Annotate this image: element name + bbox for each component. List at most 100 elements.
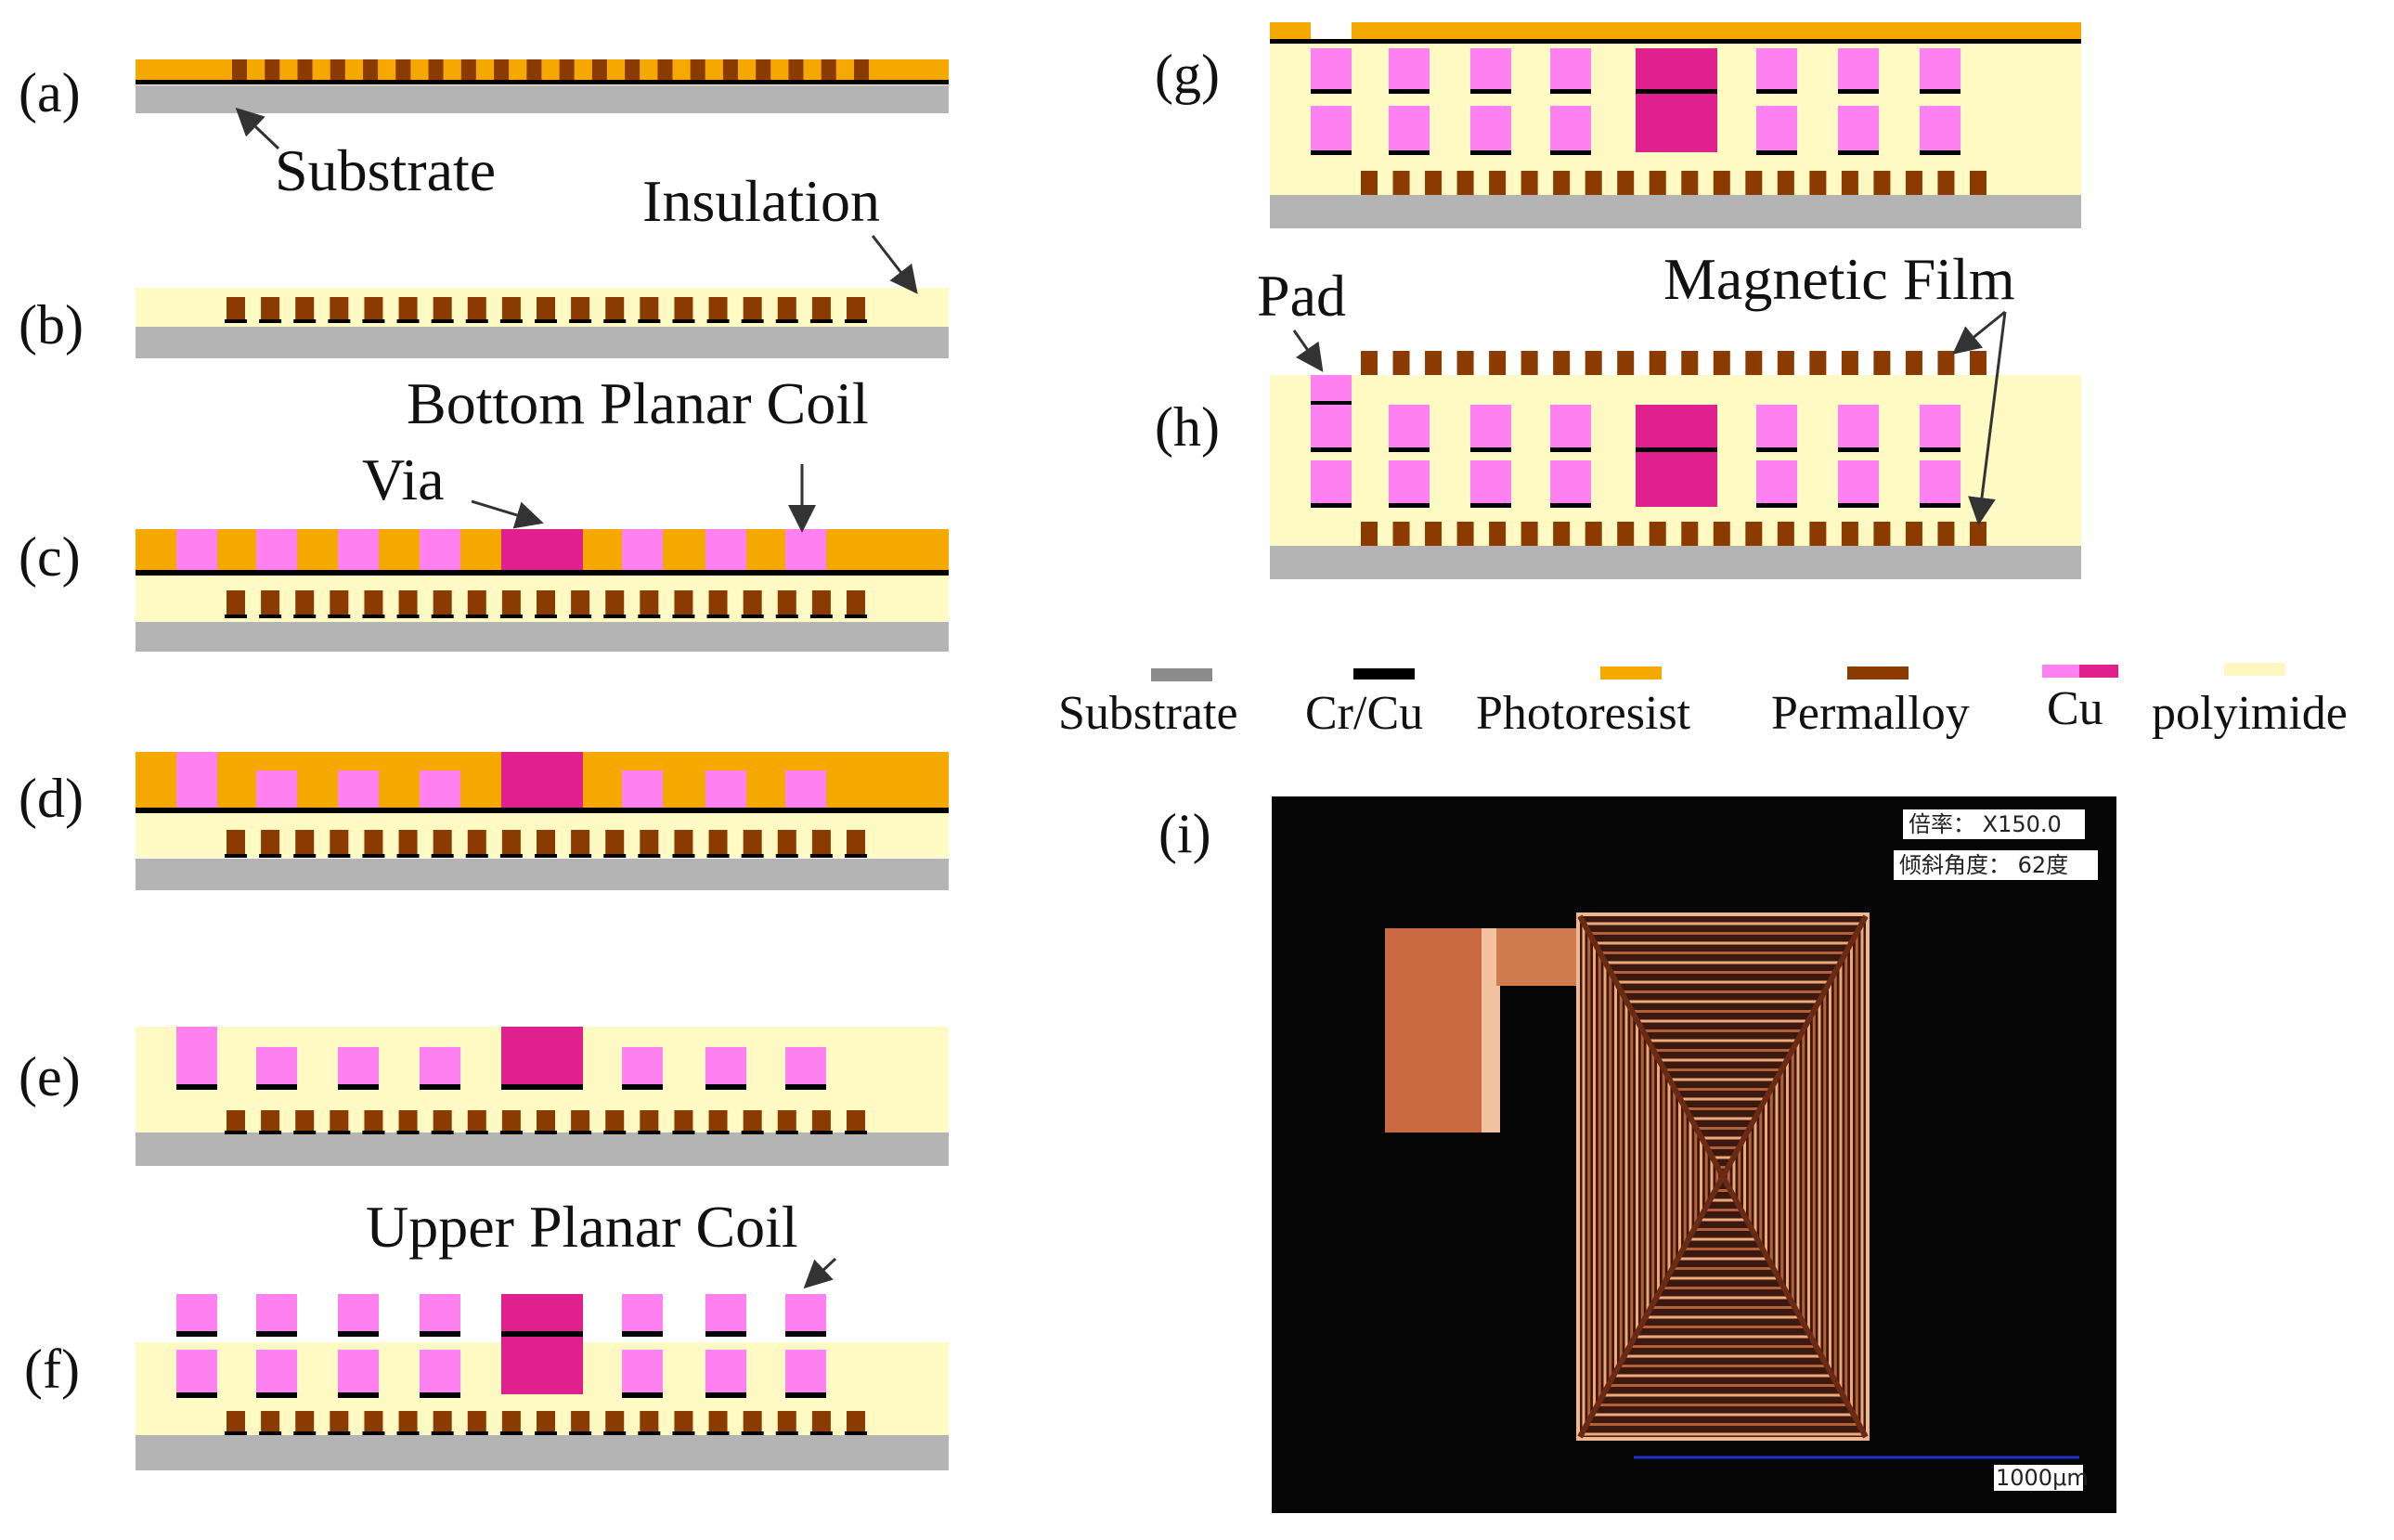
permalloy-strip bbox=[640, 1411, 659, 1433]
permalloy-strip bbox=[821, 59, 836, 80]
permalloy-strip-top bbox=[1361, 351, 1378, 375]
coil-turn bbox=[1593, 941, 1853, 1417]
crcu-seed bbox=[338, 1084, 379, 1090]
permalloy-strip bbox=[708, 590, 728, 615]
permalloy-strip bbox=[1361, 171, 1378, 195]
permalloy-strip bbox=[1713, 171, 1730, 195]
coil-turn bbox=[1667, 1078, 1779, 1280]
crcu-seed bbox=[293, 1131, 317, 1134]
crcu-seed bbox=[845, 319, 867, 323]
crcu-seed bbox=[603, 319, 627, 323]
crcu-seed bbox=[705, 1331, 746, 1337]
permalloy-strip bbox=[674, 1411, 693, 1433]
permalloy-strip bbox=[743, 590, 762, 615]
micrograph-image: 倍率： X150.0 倾斜角度： 62度 1000μm bbox=[1272, 796, 2116, 1513]
cu-coil-segment bbox=[420, 1047, 460, 1086]
panel-label-a: (a) bbox=[19, 62, 81, 123]
crcu-seed bbox=[603, 1431, 627, 1435]
substrate-layer bbox=[1270, 195, 2081, 228]
crcu-seed bbox=[785, 1084, 826, 1090]
cu-coil-segment bbox=[785, 529, 826, 570]
permalloy-strip bbox=[811, 1110, 831, 1132]
crcu-seed bbox=[225, 615, 247, 618]
crcu-seed bbox=[396, 319, 420, 323]
permalloy-strip-bottom bbox=[1873, 522, 1891, 546]
annotation-via: Via bbox=[362, 446, 445, 512]
permalloy-strip-bottom bbox=[1425, 522, 1443, 546]
crcu-seed bbox=[535, 615, 557, 618]
panel-label-h: (h) bbox=[1155, 396, 1220, 458]
permalloy-strip-bottom bbox=[1585, 522, 1602, 546]
permalloy-strip bbox=[433, 830, 452, 854]
permalloy-strip bbox=[1392, 171, 1410, 195]
permalloy-strip bbox=[1937, 171, 1955, 195]
permalloy-strip-top bbox=[1585, 351, 1602, 375]
crcu-seed bbox=[785, 1392, 826, 1398]
coil-turn bbox=[1614, 980, 1831, 1378]
crcu-seed bbox=[293, 1431, 317, 1435]
permalloy-strip bbox=[537, 297, 555, 319]
cu-lower-segment bbox=[1389, 106, 1430, 150]
permalloy-strip-bottom bbox=[1777, 522, 1794, 546]
cu-upper-segment bbox=[1838, 405, 1879, 447]
cu-lower-segment bbox=[1550, 106, 1591, 150]
permalloy-strip bbox=[1681, 171, 1699, 195]
permalloy-strip bbox=[591, 59, 607, 80]
coil-turn bbox=[1657, 1058, 1789, 1300]
permalloy-strip bbox=[330, 830, 349, 854]
permalloy-strip bbox=[847, 830, 865, 854]
permalloy-strip bbox=[708, 830, 728, 854]
cu-pad-column bbox=[176, 1027, 217, 1086]
crcu-seed bbox=[259, 1131, 282, 1134]
crcu-seed bbox=[706, 1431, 730, 1435]
permalloy-strip bbox=[433, 1411, 452, 1433]
permalloy-strip bbox=[398, 1110, 418, 1132]
crcu-seed bbox=[603, 1131, 627, 1134]
permalloy-strip bbox=[1777, 171, 1794, 195]
crcu-seed bbox=[569, 1431, 592, 1435]
crcu-seed bbox=[603, 854, 627, 858]
crcu-seed bbox=[499, 319, 523, 323]
crcu-seed bbox=[672, 615, 695, 618]
permalloy-strip bbox=[847, 1411, 865, 1433]
cu-upper-segment bbox=[1470, 48, 1511, 89]
crcu-seed bbox=[431, 615, 454, 618]
crcu-seed bbox=[499, 854, 523, 858]
permalloy-strip bbox=[743, 1411, 762, 1433]
crcu-seed bbox=[293, 854, 317, 858]
cu-lower-segment bbox=[1470, 106, 1511, 150]
coil-turn bbox=[1700, 1136, 1746, 1222]
crcu-seed bbox=[362, 319, 385, 323]
crcu-seed bbox=[328, 1131, 351, 1134]
cross-section-a bbox=[136, 59, 949, 113]
annotation-pad: Pad bbox=[1257, 263, 1346, 329]
crcu-seed bbox=[603, 615, 627, 618]
arrow-substrate bbox=[235, 107, 280, 150]
crcu-seed bbox=[622, 1331, 663, 1337]
permalloy-strip-top bbox=[1841, 351, 1858, 375]
crcu-seed bbox=[1311, 89, 1352, 94]
permalloy-strip bbox=[571, 1110, 590, 1132]
coil-turn bbox=[1636, 1019, 1810, 1339]
permalloy-strip bbox=[467, 830, 486, 854]
coil-corner-diagonal bbox=[1577, 914, 1869, 1439]
coil-turn bbox=[1710, 1156, 1736, 1202]
coil-turn bbox=[1609, 971, 1837, 1387]
crcu-seed bbox=[638, 854, 661, 858]
cu-lower-segment bbox=[420, 1350, 460, 1392]
crcu-seed bbox=[809, 1431, 833, 1435]
magnification-label: 倍率： X150.0 bbox=[1909, 811, 2062, 837]
permalloy-strip-bottom bbox=[1456, 522, 1474, 546]
cu-upper-segment bbox=[1920, 48, 1960, 89]
permalloy-strip bbox=[625, 59, 641, 80]
crcu-seed bbox=[1311, 447, 1352, 452]
cu-lower-segment bbox=[1756, 460, 1797, 503]
permalloy-strip bbox=[777, 590, 796, 615]
permalloy-strip bbox=[1809, 171, 1827, 195]
cross-section-e bbox=[136, 1027, 949, 1166]
permalloy-strip bbox=[811, 1411, 831, 1433]
legend-swatch-polyimide bbox=[2224, 663, 2285, 676]
permalloy-strip bbox=[777, 830, 796, 854]
crcu-seed bbox=[420, 1084, 460, 1090]
permalloy-strip-top bbox=[1649, 351, 1666, 375]
